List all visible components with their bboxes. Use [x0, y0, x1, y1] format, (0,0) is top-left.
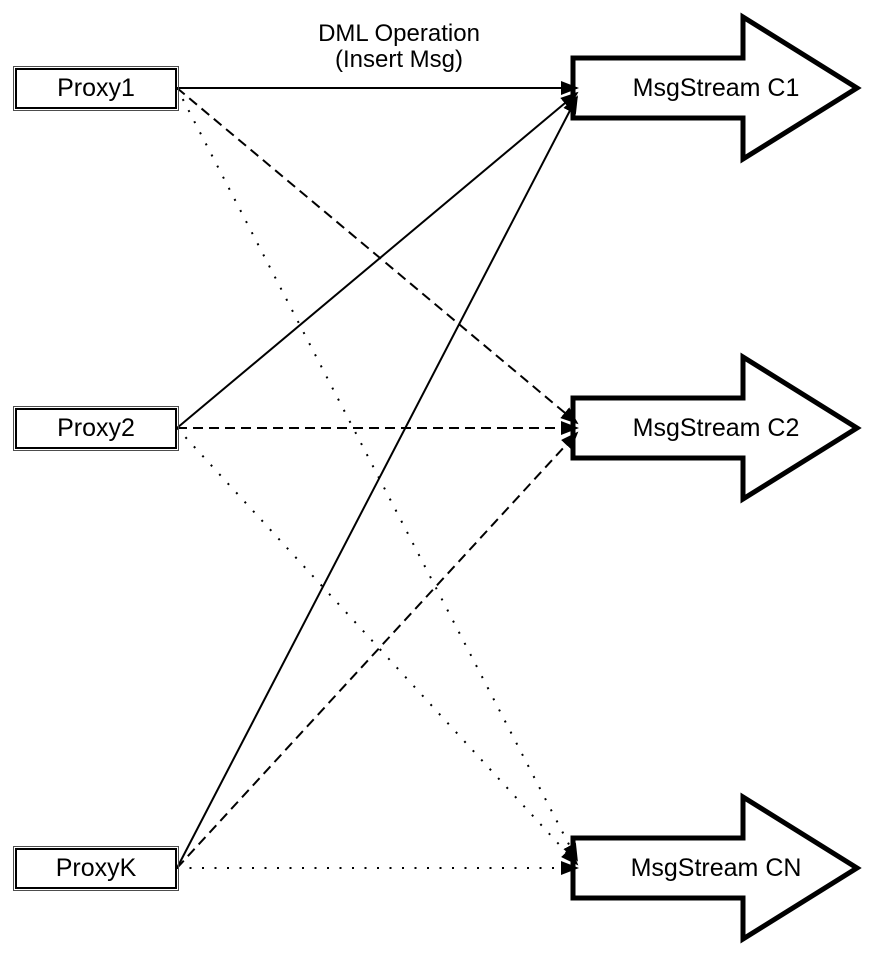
msgstream-c1-arrow-shape	[570, 12, 862, 164]
node-proxyk: ProxyK	[13, 846, 179, 891]
solid-edge-group	[176, 81, 579, 869]
msgstream-c2-arrow-shape	[570, 352, 862, 504]
edge-proxy1-msgstream-cn	[176, 87, 578, 862]
node-proxy2: Proxy2	[13, 406, 179, 451]
node-proxy1-label: Proxy1	[57, 74, 135, 102]
edge-proxy1-msgstream-c2	[176, 87, 579, 425]
dashed-edge-group	[176, 87, 579, 869]
block-arrow-group	[570, 12, 862, 944]
dotted-edge-group	[176, 87, 579, 875]
node-proxy1: Proxy1	[13, 66, 179, 111]
edge-proxyk-msgstream-c1	[176, 95, 578, 869]
edge-label-dml-operation: DML Operation (Insert Msg)	[279, 21, 519, 73]
edge-proxy2-msgstream-cn	[176, 427, 579, 866]
edge-proxyk-msgstream-c2	[176, 431, 579, 869]
dml-operation-line2: (Insert Msg)	[334, 46, 463, 73]
msgstream-cn-arrow-shape	[570, 792, 862, 944]
edge-proxy2-msgstream-c1	[176, 91, 579, 429]
dml-operation-line1: DML Operation	[318, 20, 480, 47]
node-proxyk-label: ProxyK	[55, 854, 137, 882]
node-proxy2-label: Proxy2	[57, 414, 135, 442]
